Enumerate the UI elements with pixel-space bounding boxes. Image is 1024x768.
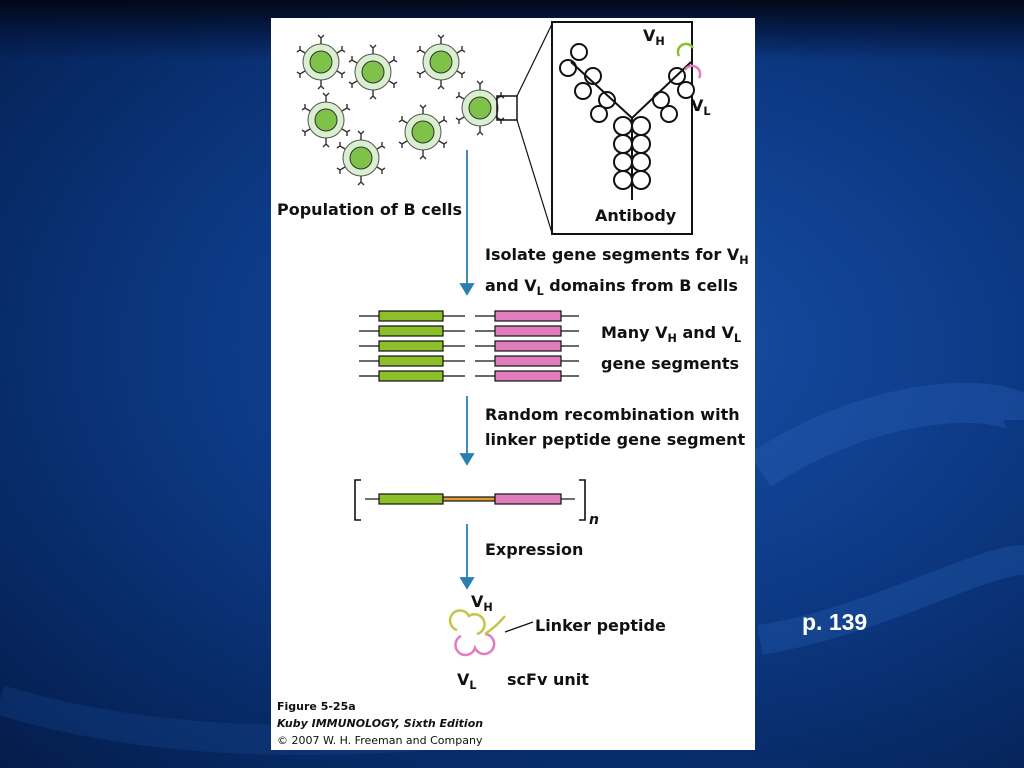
step3-text: Expression [485,540,584,559]
caption-book-title: Kuby IMMUNOLOGY, Sixth Edition [277,717,484,730]
step1-text: Isolate gene segments for VH and VL doma… [485,245,749,299]
linker-peptide-label: Linker peptide [535,616,666,635]
b-cell [455,80,505,136]
figure-artwork [296,21,702,657]
antibody-vh-domain [676,42,695,57]
b-cell [348,44,398,100]
b-cell-population [296,34,505,186]
antibody-vh-label: VH [643,26,665,49]
scfv-vh-label: VH [471,592,493,615]
repeat-n-label: n [589,512,599,528]
population-label: Population of B cells [277,200,463,219]
caption-copyright: © 2007 W. H. Freeman and Company [277,734,483,747]
gene-segments [359,310,579,382]
segment-row [359,355,579,367]
segment-row [359,325,579,337]
b-cell [398,104,448,160]
antibody-vl-domain [683,64,702,79]
antibody-vl-label: VL [691,96,711,119]
b-cell [416,34,466,90]
page-reference: p. 139 [802,609,868,635]
b-cell [301,92,351,148]
scfv-unit-label: scFv unit [507,670,589,689]
figure-panel: VH VL Antibody Population of B cells Iso… [271,18,755,750]
segment-row [359,310,579,322]
b-cell [296,34,346,90]
segment-row [359,370,579,382]
segment-row [359,340,579,352]
b-cell [336,130,386,186]
zoom-box [496,95,518,121]
scfv-structure [448,609,534,657]
step2-text: Random recombination with linker peptide… [485,405,746,449]
antibody-structure [559,43,695,200]
segments-text: Many VH and VL gene segments [601,323,742,374]
scfv-vl-label: VL [457,670,477,693]
antibody-label: Antibody [595,206,677,225]
recombined-construct [354,479,586,521]
caption-figure-number: Figure 5-25a [277,700,356,713]
